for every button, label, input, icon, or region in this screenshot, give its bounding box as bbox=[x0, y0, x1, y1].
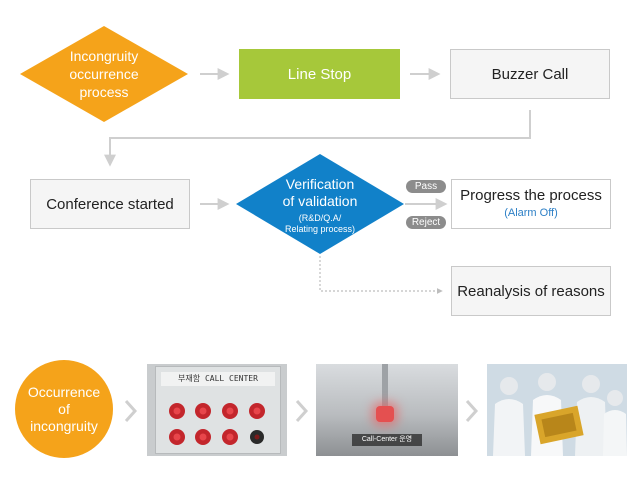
alarm-off-label: (Alarm Off) bbox=[504, 207, 558, 219]
black-button-icon bbox=[250, 430, 264, 444]
red-button-icon bbox=[195, 403, 211, 419]
line-stop-node: Line Stop bbox=[239, 49, 400, 99]
engineers-conference-photo bbox=[487, 364, 627, 456]
red-button-icon bbox=[222, 429, 238, 445]
engineer-figure bbox=[603, 390, 627, 456]
incongruity-line-1: Incongruity bbox=[69, 48, 139, 64]
engineers-illustration bbox=[487, 364, 627, 456]
occurrence-circle: Occurrence of incongruity bbox=[15, 360, 113, 458]
verification-line-1: Verification bbox=[285, 175, 355, 192]
occurrence-line-3: incongruity bbox=[30, 417, 98, 434]
occurrence-line-2: of bbox=[58, 400, 70, 417]
incongruity-line-2: occurrence bbox=[69, 66, 139, 82]
red-button-icon bbox=[195, 429, 211, 445]
conference-started-label: Conference started bbox=[46, 195, 174, 213]
red-button-icon bbox=[169, 429, 185, 445]
engineer-figure bbox=[575, 375, 607, 456]
occurrence-line-1: Occurrence bbox=[27, 383, 101, 400]
panel-buttons bbox=[169, 403, 265, 445]
incongruity-diamond-shape bbox=[20, 26, 188, 122]
verification-diamond-shape bbox=[236, 154, 404, 254]
chevron-right-icon bbox=[124, 399, 138, 423]
verification-sub-1: (R&D/Q.A/ bbox=[298, 212, 342, 223]
arrow-buzzer-to-conference bbox=[104, 110, 531, 167]
incongruity-process-node: Incongruity occurrence process bbox=[38, 42, 170, 106]
red-button-icon bbox=[222, 403, 238, 419]
circuit-board-icon bbox=[534, 405, 584, 445]
caption-bar bbox=[352, 434, 422, 446]
buzzer-call-label: Buzzer Call bbox=[491, 65, 569, 83]
line-stop-label: Line Stop bbox=[287, 65, 352, 83]
call-center-caption: Call-Center 운영 bbox=[361, 436, 413, 443]
reanalysis-label: Reanalysis of reasons bbox=[457, 282, 605, 300]
incongruity-line-3: process bbox=[79, 84, 129, 100]
reanalysis-node: Reanalysis of reasons bbox=[451, 266, 611, 316]
verification-line-2: of validation bbox=[282, 192, 358, 209]
conference-started-node: Conference started bbox=[30, 179, 190, 229]
call-center-light-photo: Call-Center 운영 bbox=[316, 364, 458, 456]
arrow-verification-to-reanalysis bbox=[319, 256, 443, 294]
red-light-icon bbox=[376, 406, 394, 422]
engineer-figure bbox=[493, 377, 525, 456]
verification-node: Verification of validation (R&D/Q.A/ Rel… bbox=[264, 170, 376, 240]
chevron-right-icon bbox=[295, 399, 309, 423]
call-center-panel-photo: 부재함 CALL CENTER bbox=[147, 364, 287, 456]
panel-title-label: 부재함 CALL CENTER bbox=[161, 372, 275, 386]
progress-process-label: Progress the process bbox=[460, 187, 602, 204]
pass-badge: Pass bbox=[406, 180, 446, 193]
red-button-icon bbox=[169, 403, 185, 419]
chevron-right-icon bbox=[465, 399, 479, 423]
light-stand bbox=[382, 364, 388, 412]
progress-process-node: Progress the process (Alarm Off) bbox=[451, 179, 611, 229]
reject-badge: Reject bbox=[406, 216, 446, 229]
buzzer-call-node: Buzzer Call bbox=[450, 49, 610, 99]
verification-sub-2: Relating process) bbox=[284, 223, 356, 234]
red-button-icon bbox=[249, 403, 265, 419]
